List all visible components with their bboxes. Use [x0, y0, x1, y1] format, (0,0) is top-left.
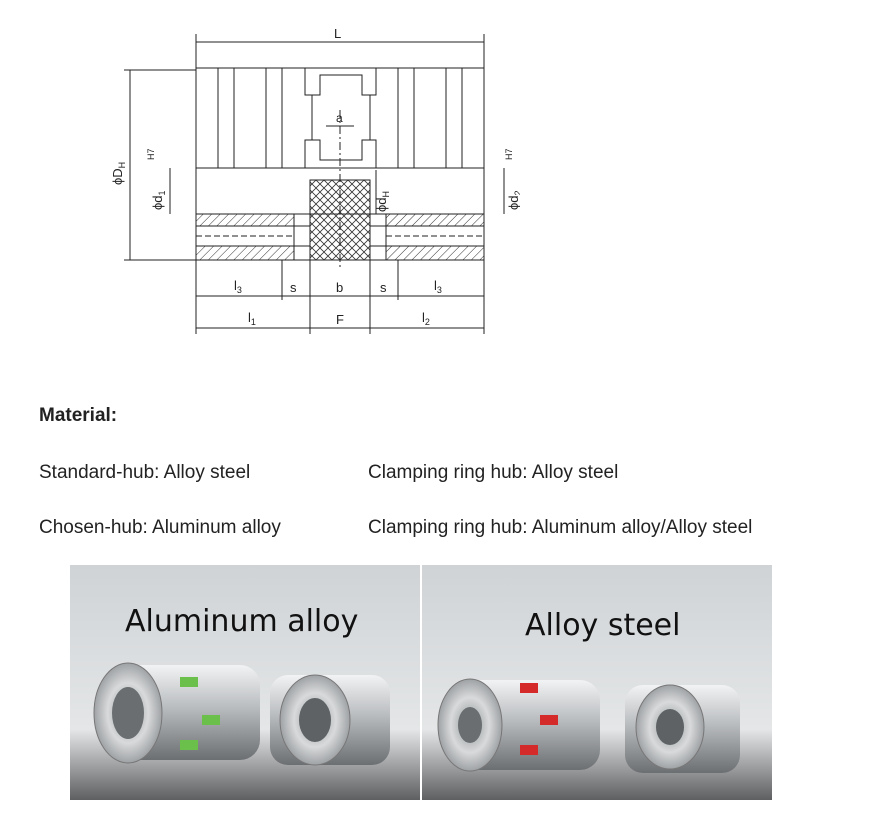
- dim-label-phi-DH: ϕDH: [110, 162, 127, 185]
- dim-label-L: L: [334, 26, 341, 41]
- dim-label-a: a: [336, 111, 343, 125]
- dim-label-phi-dH: ϕdH: [374, 191, 391, 212]
- dim-label-s-right: s: [380, 280, 387, 295]
- material-row-1-right: Clamping ring hub: Alloy steel: [368, 462, 619, 483]
- photo-caption-alloy-steel: Alloy steel: [525, 608, 680, 643]
- material-row-1-left: Standard-hub: Alloy steel: [39, 462, 251, 483]
- dim-label-l1: l1: [248, 310, 256, 327]
- photo-caption-aluminum: Aluminum alloy: [125, 604, 358, 639]
- coupling-technical-drawing: L a ϕDH ϕd1 H7 ϕdH ϕd2 H7 l3 s b s l3 l1…: [110, 26, 520, 334]
- dim-label-F: F: [336, 312, 344, 327]
- dim-label-l3-left: l3: [234, 278, 242, 295]
- tolerance-H7-left: H7: [146, 148, 156, 160]
- material-row-2-left: Chosen-hub: Aluminum alloy: [39, 517, 281, 538]
- alloy-steel-coupling-image: [437, 678, 740, 773]
- dim-label-s-left: s: [290, 280, 297, 295]
- material-row-2-right: Clamping ring hub: Aluminum alloy/Alloy …: [368, 517, 753, 538]
- dim-label-phi-d1: ϕd1: [150, 190, 167, 210]
- dim-label-b: b: [336, 280, 343, 295]
- aluminum-coupling-image: [93, 662, 390, 766]
- coupling-product-photo: Aluminum alloy Alloy steel: [70, 565, 772, 800]
- dim-label-l2: l2: [422, 310, 430, 327]
- dim-label-phi-d2: ϕd2: [506, 190, 520, 210]
- dim-label-l3-right: l3: [434, 278, 442, 295]
- tolerance-H7-right: H7: [504, 148, 514, 160]
- material-heading: Material:: [39, 405, 118, 426]
